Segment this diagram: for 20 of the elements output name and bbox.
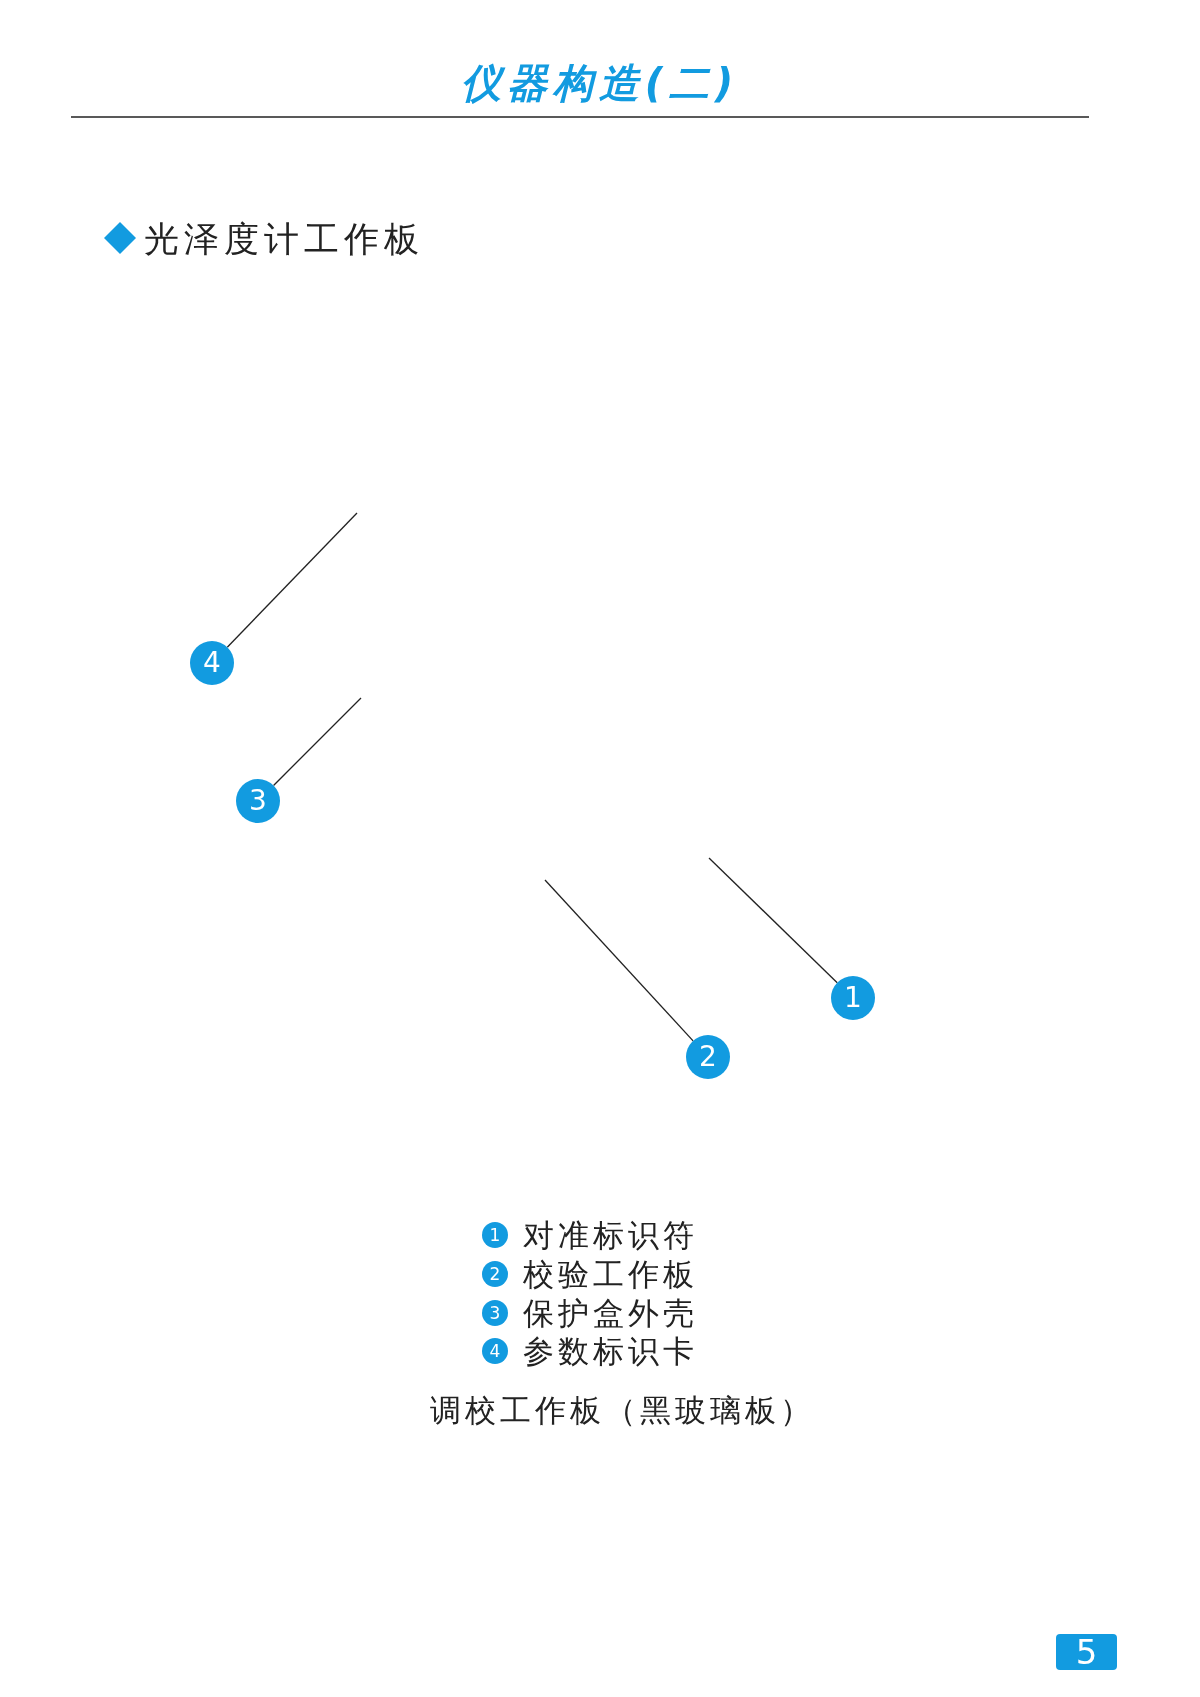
callout-number: 3 [482, 1300, 508, 1326]
part-name: 参数标识卡 [523, 1332, 698, 1371]
page-number: 5 [1056, 1634, 1117, 1670]
callout-number: 2 [482, 1261, 508, 1287]
leader-line [708, 857, 838, 984]
leader-line [544, 879, 694, 1042]
page-title: 仪器构造(二) [459, 59, 741, 108]
callout-number: 4 [190, 641, 234, 685]
callout-number: 4 [482, 1338, 508, 1364]
callout-number: 1 [831, 976, 875, 1020]
leader-line [272, 697, 362, 787]
part-name: 校验工作板 [523, 1255, 698, 1294]
part-name: 对准标识符 [523, 1216, 698, 1255]
leader-line [226, 512, 358, 648]
figure-caption: 调校工作板（黑玻璃板） [428, 1391, 816, 1430]
callout-number: 2 [686, 1035, 730, 1079]
callout-number: 1 [482, 1222, 508, 1248]
section-heading: 光泽度计工作板 [144, 218, 424, 261]
callout-number: 3 [236, 779, 280, 823]
part-name: 保护盒外壳 [523, 1294, 698, 1333]
